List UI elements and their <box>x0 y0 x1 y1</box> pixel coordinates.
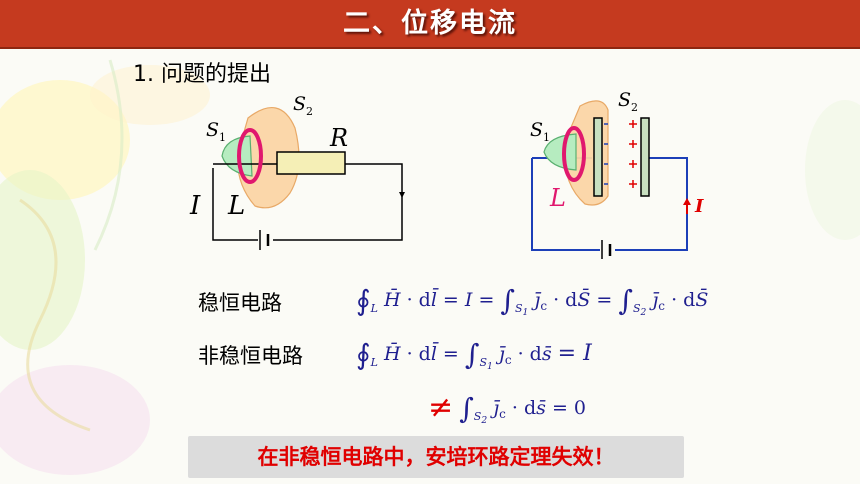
ampere-law-s2-formula: ≠ ∫S2 j̄c · ds̄ = 0 <box>428 390 586 427</box>
steady-circuit-diagram: S 1 S 2 R I L <box>189 93 405 250</box>
title-bar: 二、位移电流 <box>0 0 860 49</box>
page-title: 二、位移电流 <box>343 8 517 39</box>
label-s2-sub: 2 <box>306 105 313 118</box>
not-equal-sign: ≠ <box>428 390 454 425</box>
steady-circuit-label: 稳恒电路 <box>198 291 282 315</box>
label-l: L <box>549 184 566 212</box>
label-s1-sub: 1 <box>219 131 226 144</box>
label-l: L <box>227 191 245 221</box>
conclusion-box: 在非稳恒电路中，安培环路定理失效！ <box>188 436 684 478</box>
label-r: R <box>329 124 348 152</box>
equals-i: = I <box>557 341 592 366</box>
equals-zero: = 0 <box>551 397 586 419</box>
label-s2-sub: 2 <box>631 101 638 114</box>
label-i: I <box>189 191 201 221</box>
ampere-law-steady-formula: ∮L H̄ · dl̄ = I = ∫S1 j̄c · dS̄ = ∫S2 j̄… <box>356 284 709 319</box>
capacitor-circuit-diagram: S 1 S 2 L I <box>530 89 704 259</box>
label-s2: S <box>618 89 631 111</box>
conclusion-text: 在非稳恒电路中，安培环路定理失效！ <box>257 445 615 469</box>
label-s1: S <box>206 119 219 141</box>
ampere-law-unsteady-formula: ∮L H̄ · dl̄ = ∫S1 j̄c · ds̄ = I <box>356 338 592 373</box>
unsteady-circuit-label: 非稳恒电路 <box>198 344 303 368</box>
section-subtitle: 1. 问题的提出 <box>133 62 271 87</box>
label-s1: S <box>530 119 543 141</box>
label-s2: S <box>293 93 306 115</box>
label-i: I <box>694 196 704 217</box>
label-s1-sub: 1 <box>543 131 550 144</box>
